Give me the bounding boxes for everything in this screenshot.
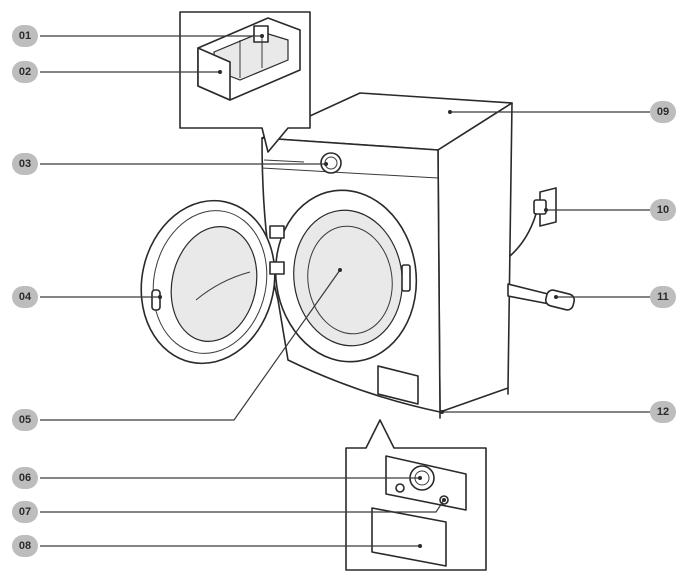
filter-inset (345, 419, 487, 571)
drawer-compartment (253, 25, 269, 43)
callout-07: 07 (12, 501, 38, 523)
machine-body (261, 92, 513, 419)
plug (533, 199, 547, 215)
door-glass (170, 225, 258, 343)
door-hinge-top (269, 225, 285, 239)
leader-05 (40, 269, 341, 421)
callout-04: 04 (12, 286, 38, 308)
door-handle (151, 289, 161, 311)
callout-01: 01 (12, 25, 38, 47)
leader-lines (40, 34, 650, 548)
drawer-front (197, 47, 231, 101)
callout-08: 08 (12, 535, 38, 557)
machine-side (437, 102, 513, 413)
callout-11: 11 (650, 286, 676, 308)
callout-02: 02 (12, 61, 38, 83)
drain-plug (395, 483, 405, 493)
door-latch (401, 264, 411, 292)
filter-cover-small (377, 365, 419, 405)
callout-06: 06 (12, 467, 38, 489)
drain-hose (507, 283, 576, 311)
power-cord (509, 213, 537, 257)
callout-03: 03 (12, 153, 38, 175)
callout-05: 05 (12, 409, 38, 431)
callout-10: 10 (650, 199, 676, 221)
open-door (140, 199, 285, 365)
filter-cover (371, 507, 447, 567)
leader-07 (40, 499, 445, 513)
control-knob (320, 152, 342, 174)
hose-end (544, 289, 576, 311)
callout-12: 12 (650, 401, 676, 423)
detergent-drawer-inset (179, 11, 311, 153)
callout-09: 09 (650, 101, 676, 123)
power-plug (509, 187, 557, 257)
door-hinge-bottom (269, 261, 285, 275)
